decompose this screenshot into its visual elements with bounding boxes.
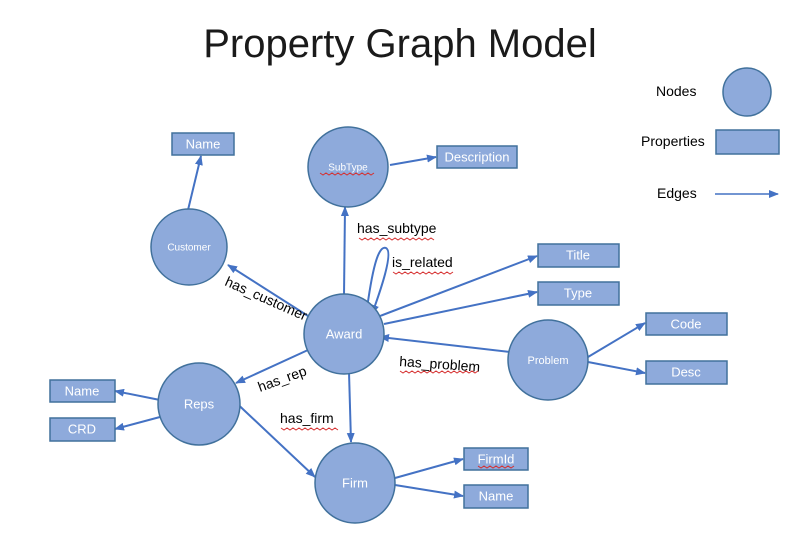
prop-description-box [436,145,518,169]
node-subtype-circle [307,126,389,208]
prop-firm-name-box [463,484,529,509]
edge-award-reps [235,349,309,384]
edge-award-subtype [340,206,349,297]
edge-award-type [383,289,538,325]
node-problem-label: Problem [528,355,569,367]
nodes [150,67,772,524]
edge-reps-firm [228,395,316,478]
node-firm-circle [314,442,396,524]
legend-edges-label: Edges [657,185,697,201]
edge-reps-name [114,388,161,401]
edge-label-is-related: is_related [392,254,453,270]
prop-description: Description [444,149,509,164]
squiggle-firmid [477,465,515,469]
prop-type-box [537,281,620,306]
prop-code: Code [670,316,701,331]
edge-award-title [379,255,538,317]
squiggle-has-problem [399,370,479,374]
squiggle-has-firm [280,427,339,431]
edge-award-is-related [365,246,390,317]
legend-node-circle [722,67,772,117]
diagram-title: Property Graph Model [203,22,597,66]
edge-award-firm [346,371,355,443]
prop-code-box [645,312,728,336]
edge-firm-firmid [394,457,464,479]
prop-crd: CRD [68,421,96,436]
node-subtype-label: SubType [328,163,368,174]
node-reps-circle [157,362,241,446]
edge-customer-name [187,155,203,211]
edge-label-has-rep: has_rep [256,362,309,394]
node-reps-label: Reps [184,396,215,411]
edges [114,154,779,499]
prop-firmid: FirmId [478,451,515,466]
spellcheck-underlines [280,172,515,469]
node-customer-label: Customer [167,243,211,254]
legend-property-box [715,129,780,155]
edge-problem-award [379,334,511,353]
prop-reps-name: Name [65,383,100,398]
edge-label-has-problem: has_problem [399,353,481,375]
edge-award-customer [227,264,309,317]
node-problem-circle [507,319,589,401]
edge-firm-name [394,484,464,499]
prop-firmid-box [463,447,529,471]
prop-customer-name: Name [186,136,221,151]
prop-title: Title [566,247,590,262]
node-firm-label: Firm [342,475,368,490]
prop-crd-box [49,417,116,442]
squiggle-subtype [319,172,375,176]
edge-label-has-customer: has_customer [223,273,310,324]
edge-reps-crd [114,416,161,431]
edge-problem-desc [587,361,646,376]
edge-problem-code [587,322,646,358]
edge-label-has-subtype: has_subtype [357,220,437,236]
squiggle-has-subtype [358,237,435,241]
edge-subtype-description [389,154,437,166]
prop-desc: Desc [671,364,701,379]
squiggle-is-related [392,271,454,275]
prop-title-box [537,243,620,268]
prop-customer-name-box [171,132,235,156]
edge-label-has-firm: has_firm [280,410,334,426]
node-award-label: Award [326,326,363,341]
node-award-circle [303,293,385,375]
prop-type: Type [564,285,592,300]
legend-nodes-label: Nodes [656,83,696,99]
prop-desc-box [645,360,728,385]
node-customer-circle [150,208,228,286]
legend-properties-label: Properties [641,133,705,149]
prop-firm-name: Name [479,488,514,503]
prop-reps-name-box [49,379,116,403]
properties [49,129,780,509]
